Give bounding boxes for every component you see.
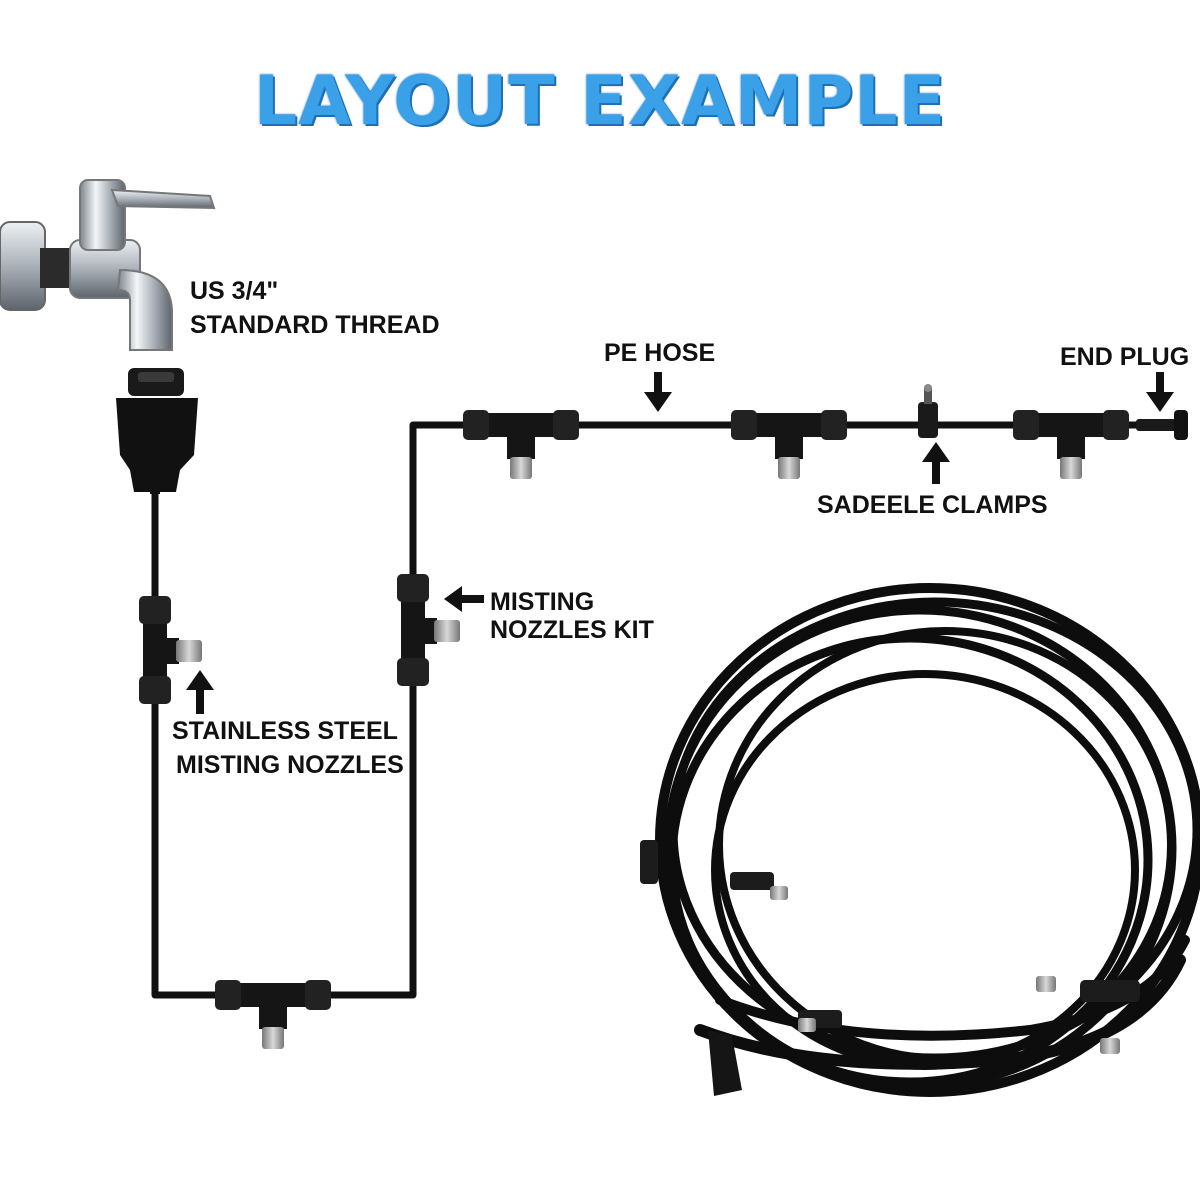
misting-kit-label-line2: NOZZLES KIT — [490, 616, 654, 644]
tee-fitting-bottom — [215, 980, 331, 1049]
arrow-icon — [922, 442, 950, 484]
arrow-icon — [444, 586, 484, 612]
arrows — [186, 372, 1174, 714]
nozzles-label-line1: STAINLESS STEEL — [172, 717, 398, 745]
thread-label-line2: STANDARD THREAD — [190, 311, 440, 339]
hose-coil-icon — [655, 583, 1200, 1097]
nozzles-label-line2: MISTING NOZZLES — [176, 751, 404, 779]
coil-fittings — [640, 840, 1140, 1096]
arrow-icon — [1146, 372, 1174, 412]
pe-hose-label: PE HOSE — [604, 339, 716, 367]
arrow-icon — [644, 372, 672, 412]
tee-fitting-top-2 — [731, 410, 847, 479]
tee-fitting-left — [139, 596, 202, 704]
nozzle-icon — [434, 620, 460, 642]
pe-hose-line — [151, 421, 1140, 999]
tee-fitting-top-1 — [463, 410, 579, 479]
saddle-clamps-label: SADEELE CLAMPS — [817, 491, 1048, 519]
end-plug-label: END PLUG — [1060, 343, 1190, 371]
tee-fitting-top-3 — [1013, 410, 1129, 479]
end-plug-icon — [1136, 410, 1188, 440]
saddle-clamp-icon — [918, 384, 938, 438]
tee-fitting-middle — [397, 574, 460, 686]
thread-label-line1: US 3/4" — [190, 277, 279, 305]
nozzle-icon — [176, 640, 202, 662]
arrow-icon — [186, 670, 214, 714]
faucet-icon — [0, 179, 216, 351]
misting-kit-label-line1: MISTING — [490, 588, 595, 616]
diagram-title: LAYOUT EXAMPLE — [253, 62, 947, 141]
quick-connector-icon — [116, 368, 198, 494]
